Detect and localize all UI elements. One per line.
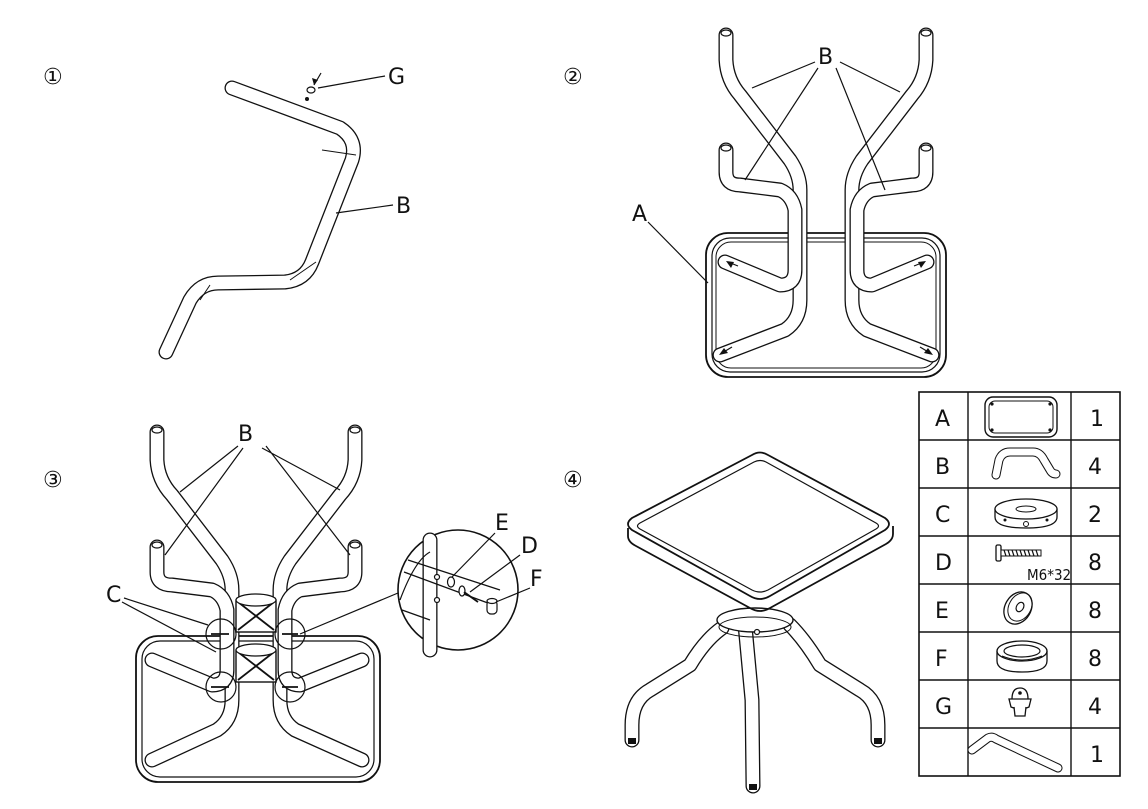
part-qty: 1 — [1090, 743, 1104, 768]
label-f: F — [530, 567, 543, 592]
tabletop-a — [705, 232, 947, 378]
part-qty: 1 — [1090, 407, 1104, 432]
step-2: ② — [563, 27, 947, 378]
assembled-table — [624, 451, 894, 794]
parts-row-f: F 8 — [935, 640, 1102, 673]
part-letter: G — [935, 695, 952, 720]
label-b: B — [818, 45, 833, 70]
part-qty: 8 — [1088, 599, 1102, 624]
zoom-detail — [299, 529, 519, 658]
tabletop-icon — [984, 396, 1058, 438]
part-qty: 8 — [1088, 551, 1102, 576]
leader-e — [451, 532, 496, 578]
step-3-number: ③ — [43, 468, 63, 493]
foot-cap-icon — [1008, 687, 1032, 717]
connector-disc-icon — [994, 498, 1058, 529]
legs-b — [712, 27, 940, 363]
parts-row-e: E 8 — [935, 591, 1102, 625]
step-2-number: ② — [563, 65, 583, 90]
washer-icon — [1003, 591, 1033, 625]
part-letter: B — [935, 455, 950, 480]
connector-c-lower — [235, 643, 277, 683]
parts-row-g: G 4 — [935, 687, 1102, 720]
step-4-number: ④ — [563, 468, 583, 493]
part-letter: A — [935, 407, 950, 432]
part-qty: 4 — [1088, 455, 1102, 480]
step-1: ① G B — [43, 65, 411, 360]
bolt-d — [458, 585, 479, 603]
legs-b — [144, 424, 370, 768]
foot-cap-g-mini — [306, 86, 316, 94]
parts-row-d: D M6*32 8 — [935, 544, 1102, 584]
part-letter: C — [935, 503, 950, 528]
part-letter: D — [935, 551, 952, 576]
insert-arrows — [719, 261, 933, 355]
label-g: G — [388, 65, 405, 90]
cap-nut-f — [486, 597, 498, 615]
leaders-c — [121, 597, 217, 653]
bolt-icon — [995, 544, 1042, 562]
part-qty: 4 — [1088, 695, 1102, 720]
label-e: E — [495, 511, 509, 536]
parts-row-c: C 2 — [935, 498, 1102, 529]
step-1-number: ① — [43, 65, 63, 90]
leader-b — [335, 204, 394, 214]
leaders-b — [164, 445, 351, 556]
parts-row-a: A 1 — [935, 396, 1104, 438]
label-b: B — [396, 194, 411, 219]
leader-f — [495, 587, 531, 603]
label-d: D — [521, 534, 538, 559]
washer-e — [446, 576, 456, 588]
parts-row-b: B 4 — [935, 447, 1102, 480]
part-qty: 8 — [1088, 647, 1102, 672]
leg-tube-icon — [991, 447, 1061, 480]
leader-g — [317, 75, 386, 89]
leader-d — [469, 554, 521, 593]
label-b: B — [238, 422, 253, 447]
part-letter: E — [935, 599, 949, 624]
part-qty: 2 — [1088, 503, 1102, 528]
bolt-spec: M6*32 — [1027, 566, 1071, 584]
label-a: A — [632, 202, 647, 227]
part-letter: F — [935, 647, 948, 672]
step-4: ④ — [563, 451, 894, 794]
leg-tube-b — [158, 80, 361, 360]
step-3: ③ — [43, 422, 543, 783]
leader-a — [647, 221, 709, 284]
allen-key-icon — [967, 732, 1063, 773]
parts-row-allen-key: 1 — [967, 732, 1104, 773]
cap-nut-icon — [996, 640, 1048, 673]
parts-table: A 1 B 4 C — [918, 391, 1121, 777]
bolt-detail-circles — [205, 618, 306, 703]
label-c: C — [106, 583, 121, 608]
connector-c-upper — [235, 593, 277, 633]
leaders-b — [744, 61, 901, 191]
